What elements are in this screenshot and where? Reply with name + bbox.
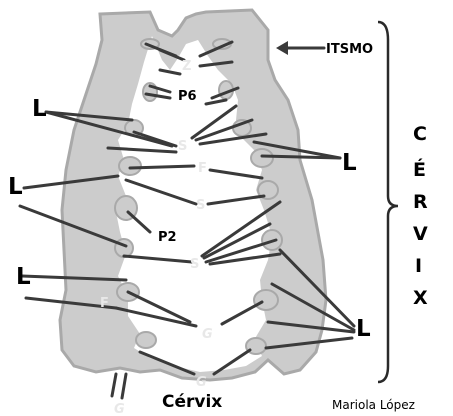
l-label-middle-left: L <box>8 174 23 200</box>
cervix-letter: R <box>413 191 428 213</box>
author-credit: Mariola López <box>332 398 415 412</box>
f-label-lower: F <box>100 296 109 311</box>
cervix-bottom-label: Cérvix <box>162 392 222 412</box>
itsmo-arrowhead <box>276 41 288 55</box>
z-label: Z <box>182 59 191 74</box>
l-label-right-lower: L <box>356 316 371 342</box>
g-label-lower: G <box>196 375 207 390</box>
l-label-lower-left: L <box>16 264 31 290</box>
s-label-middle: S <box>196 198 205 213</box>
g-label-bottom: G <box>114 402 125 416</box>
p6-label: P6 <box>178 89 197 104</box>
f-label-upper: F <box>198 161 207 176</box>
cervix-letter: X <box>413 287 428 309</box>
itsmo-label: ITSMO <box>326 42 373 57</box>
p2-label: P2 <box>158 230 177 245</box>
l-label-upper-left: L <box>32 96 47 122</box>
cervix-letter: É <box>413 158 426 181</box>
s-label-upper: S <box>178 139 187 154</box>
cervix-letter: I <box>415 255 422 277</box>
cervix-letter: V <box>413 223 428 245</box>
l-label-right-upper: L <box>342 150 357 176</box>
s-label-lower: S <box>190 257 199 272</box>
g-label-middle: G <box>202 327 213 342</box>
cervix-vertical-label: C É R V I X <box>413 123 428 309</box>
cervix-letter: C <box>413 123 427 145</box>
cervix-brace <box>378 22 398 382</box>
